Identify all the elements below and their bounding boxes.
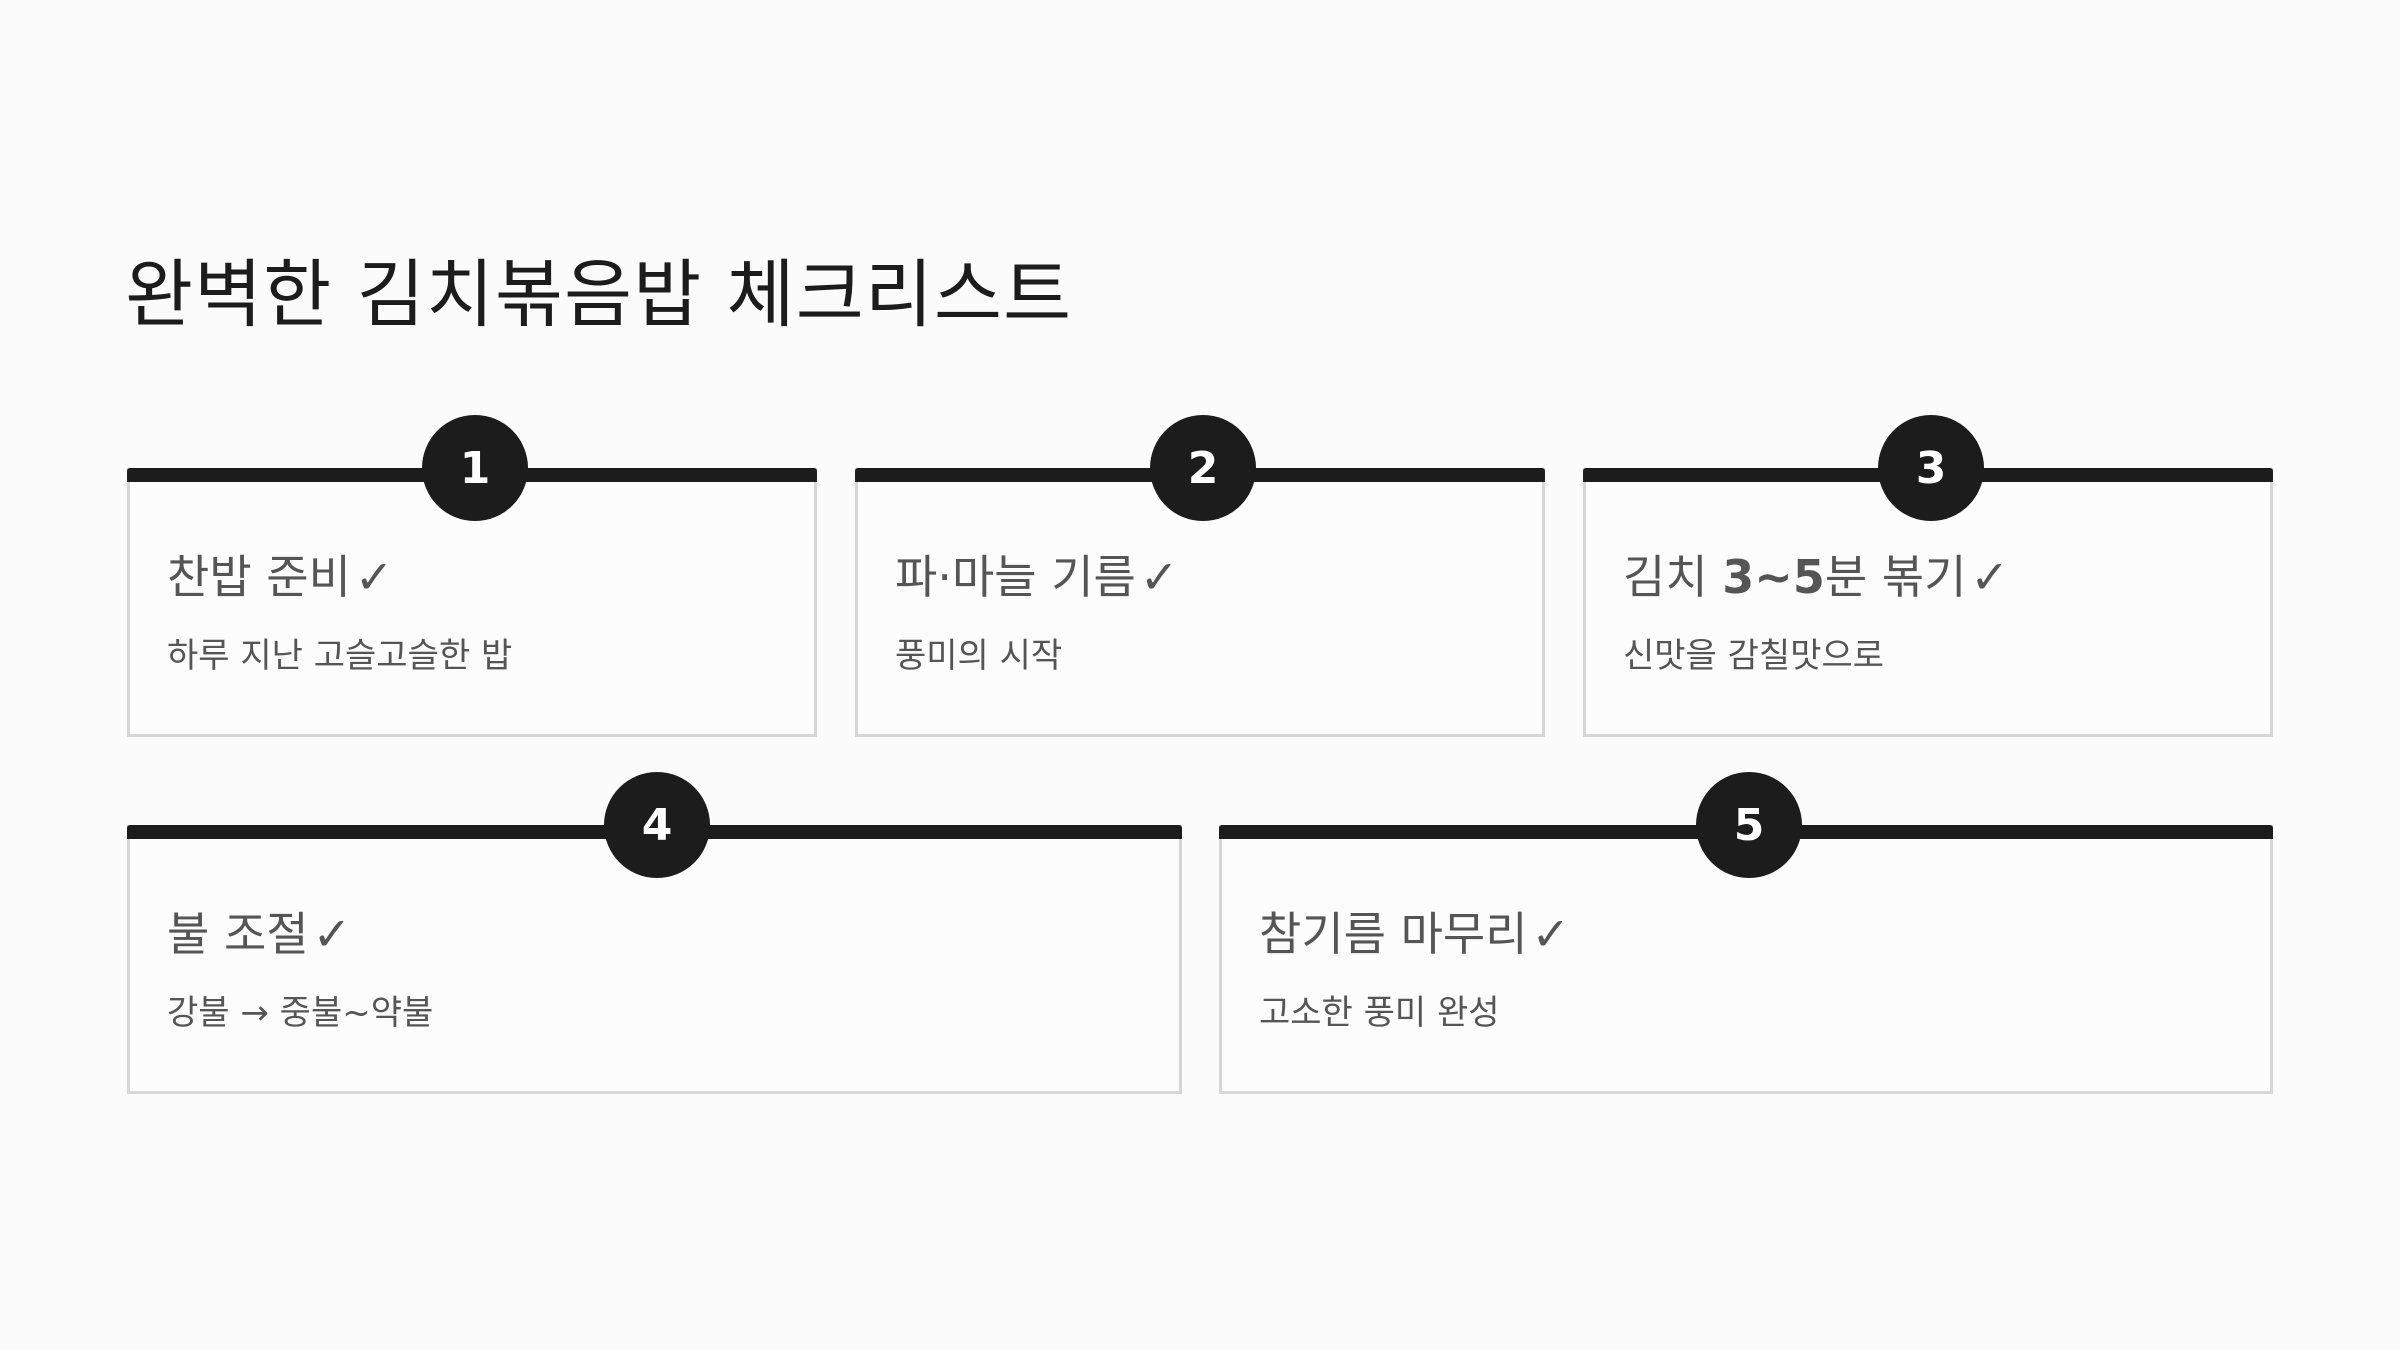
step-number-badge: 5 xyxy=(1696,772,1802,878)
step-title-text: 파·마늘 기름 xyxy=(895,550,1136,604)
step-title: 김치 3~5분 볶기✓ xyxy=(1623,550,2009,605)
step-description: 풍미의 시작 xyxy=(895,636,1063,676)
check-icon: ✓ xyxy=(354,550,394,604)
step-title-duration: 3~5 xyxy=(1722,550,1825,604)
step-title-text: 불 조절 xyxy=(167,907,309,961)
check-icon: ✓ xyxy=(1139,550,1179,604)
step-description: 고소한 풍미 완성 xyxy=(1259,993,1500,1033)
step-title: 불 조절✓ xyxy=(167,907,351,962)
check-icon: ✓ xyxy=(312,907,352,961)
step-card-1: 1 찬밥 준비✓ 하루 지난 고슬고슬한 밥 xyxy=(127,415,817,737)
step-title-prefix: 김치 xyxy=(1623,550,1723,604)
step-card-2: 2 파·마늘 기름✓ 풍미의 시작 xyxy=(855,415,1545,737)
step-description: 하루 지난 고슬고슬한 밥 xyxy=(167,636,513,676)
step-number-badge: 2 xyxy=(1150,415,1256,521)
step-title-suffix: 분 볶기 xyxy=(1824,550,1967,604)
step-number-badge: 1 xyxy=(422,415,528,521)
step-card-3: 3 김치 3~5분 볶기✓ 신맛을 감칠맛으로 xyxy=(1583,415,2273,737)
step-card-4: 4 불 조절✓ 강불 → 중불~약불 xyxy=(127,772,1182,1094)
step-title-text: 찬밥 준비 xyxy=(167,550,351,604)
step-description: 강불 → 중불~약불 xyxy=(167,993,434,1033)
step-description: 신맛을 감칠맛으로 xyxy=(1623,636,1885,676)
step-title: 참기름 마무리✓ xyxy=(1259,907,1570,962)
page-title: 완벽한 김치볶음밥 체크리스트 xyxy=(125,252,1073,338)
step-title-text: 참기름 마무리 xyxy=(1259,907,1528,961)
step-title: 파·마늘 기름✓ xyxy=(895,550,1178,605)
check-icon: ✓ xyxy=(1531,907,1571,961)
step-number-badge: 3 xyxy=(1878,415,1984,521)
step-title: 찬밥 준비✓ xyxy=(167,550,393,605)
step-card-5: 5 참기름 마무리✓ 고소한 풍미 완성 xyxy=(1219,772,2273,1094)
step-number-badge: 4 xyxy=(604,772,710,878)
check-icon: ✓ xyxy=(1970,550,2009,604)
